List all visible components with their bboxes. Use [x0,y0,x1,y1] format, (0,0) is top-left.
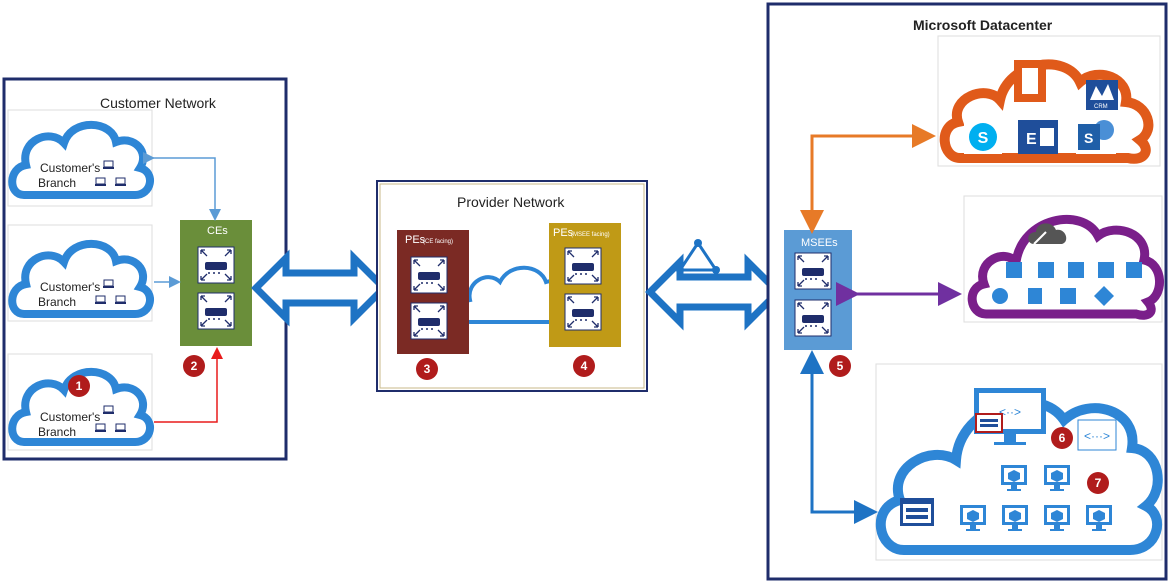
pe-msee-label: PEs [553,227,574,239]
svg-text:S: S [978,130,989,147]
peering-triangle-icon [676,239,720,274]
branch-1-ce-link [143,152,221,221]
customer-branch-2: Customer's Branch [7,224,154,322]
azure-cloud-logo-icon [1028,223,1067,245]
svg-text:7: 7 [1095,476,1102,490]
svg-text:2: 2 [191,359,198,373]
router-icon [564,247,602,285]
router-icon [794,252,832,290]
svg-text:E: E [1026,131,1037,148]
router-icon [794,299,832,337]
svg-text:3: 3 [424,362,431,376]
azure-vnet-cloud: <··> <···> 6 7 [875,363,1163,561]
azure-service-icons [992,262,1142,306]
badge-1: 1 [68,375,90,397]
branch-2-label-line1: Customer's [40,280,100,294]
office-icon [1014,60,1046,102]
msees-box: MSEEs [784,230,852,350]
dynamics-crm-icon: CRM [1086,80,1118,110]
customer-network-title: Customer Network [100,95,217,111]
ces-label: CEs [207,225,228,237]
badge-3: 3 [416,358,438,380]
badge-2: 2 [183,355,205,377]
datacenter-panel: Microsoft Datacenter MSEEs 5 CRM [766,2,1168,581]
branch-3-label-line2: Branch [38,425,76,439]
badge-5: 5 [829,355,851,377]
skype-icon: S [964,120,1002,154]
badge-7: 7 [1087,472,1109,494]
branch-1-label-line2: Branch [38,176,76,190]
badge-6: 6 [1051,427,1073,449]
vnet-icon: <···> [1077,419,1117,451]
svg-text:5: 5 [837,359,844,373]
branch-2-label-line2: Branch [38,295,76,309]
ces-box: CEs [180,220,252,346]
web-app-icon [900,498,934,526]
virtual-network-monitor-icon: <··> [974,388,1046,445]
pe-ce-sub: (CE facing) [423,239,453,245]
pe-ce-facing-box: PEs (CE facing) [397,230,469,354]
customer-network-panel: Customer Network Customer's Branch Custo… [2,77,288,461]
exchange-icon: E [1018,120,1058,154]
azure-services-cloud [963,195,1164,323]
branch-3-label-line1: Customer's [40,410,100,424]
pe-msee-facing-box: PEs (MSEE facing) [549,223,621,347]
provider-network-title: Provider Network [457,194,565,210]
router-icon [410,256,448,294]
router-icon [564,293,602,331]
svg-text:<··>: <··> [999,405,1021,419]
msees-label: MSEEs [801,237,838,249]
pe-msee-sub: (MSEE facing) [571,232,610,238]
office365-cloud: CRM S E S [937,35,1161,167]
cloud-icon [8,367,154,446]
pe-ce-label: PEs [405,234,426,246]
branch-3-ce-link [154,347,223,423]
datacenter-title: Microsoft Datacenter [913,17,1053,33]
svg-text:1: 1 [76,379,83,393]
svg-text:6: 6 [1059,431,1066,445]
router-icon [197,292,235,330]
svg-text:<···>: <···> [1084,429,1110,443]
svg-text:4: 4 [581,359,588,373]
cloud-icon [8,239,154,318]
customer-branch-1: Customer's Branch [7,109,154,207]
router-icon [197,246,235,284]
crm-label: CRM [1094,104,1108,110]
provider-network-panel: Provider Network PEs (CE facing) PEs (MS… [376,180,648,392]
badge-4: 4 [573,355,595,377]
ce-provider-link-arrow [251,249,389,327]
customer-branch-3: Customer's Branch [7,353,154,451]
sharepoint-icon: S [1076,118,1116,154]
router-icon [410,302,448,340]
svg-text:S: S [1084,130,1093,146]
branch-1-label-line1: Customer's [40,161,100,175]
